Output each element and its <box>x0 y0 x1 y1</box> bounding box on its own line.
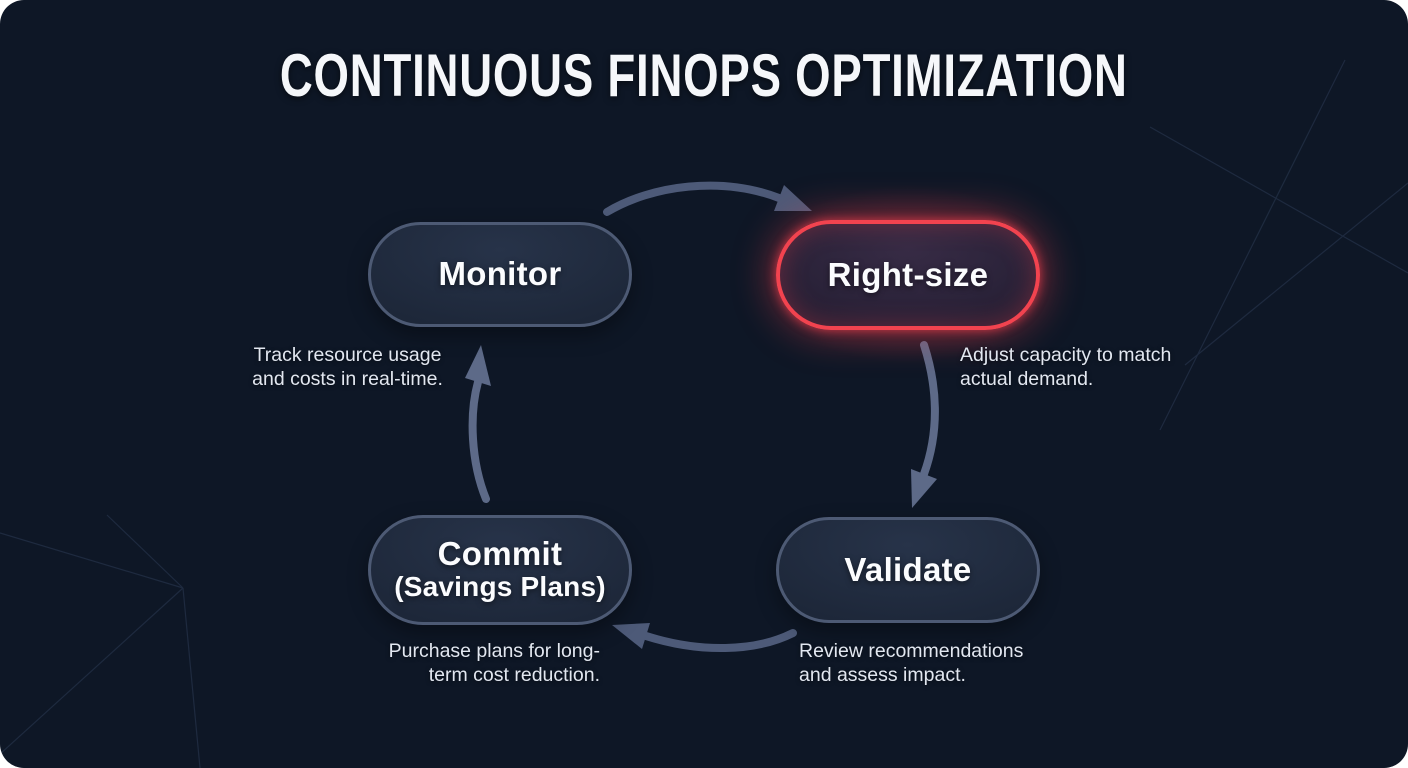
caption-right-size: Adjust capacity to match actual demand. <box>960 344 1172 390</box>
bg-line <box>182 587 201 768</box>
arrow-validate-to-commit <box>642 629 797 653</box>
arrowhead-rightsize-to-validate <box>911 469 937 508</box>
page-title: CONTINUOUS FINOPS OPTIMIZATION <box>280 41 1128 109</box>
arrow-commit-to-monitor <box>468 378 490 503</box>
node-commit-sublabel: (Savings Plans) <box>394 571 606 603</box>
bg-line <box>1184 182 1408 366</box>
caption-validate: Review recommendations and assess impact… <box>799 640 1024 686</box>
caption-monitor: Track resource usage and costs in real-t… <box>252 344 443 390</box>
node-monitor: Monitor <box>368 222 632 327</box>
node-monitor-label: Monitor <box>438 255 562 293</box>
bg-line <box>106 514 184 589</box>
node-validate-label: Validate <box>844 550 972 588</box>
bg-line <box>1149 126 1408 274</box>
caption-commit: Purchase plans for long- term cost reduc… <box>388 640 600 686</box>
node-right-size: Right-size <box>776 220 1040 330</box>
bg-line <box>0 532 184 589</box>
bg-line <box>0 587 184 755</box>
node-right-size-label: Right-size <box>827 255 989 293</box>
page-title-container: CONTINUOUS FINOPS OPTIMIZATION <box>0 40 1408 110</box>
node-commit-label: Commit <box>437 534 563 572</box>
node-commit: Commit (Savings Plans) <box>368 515 632 625</box>
arrowhead-validate-to-commit <box>612 623 650 649</box>
node-validate: Validate <box>776 517 1040 623</box>
